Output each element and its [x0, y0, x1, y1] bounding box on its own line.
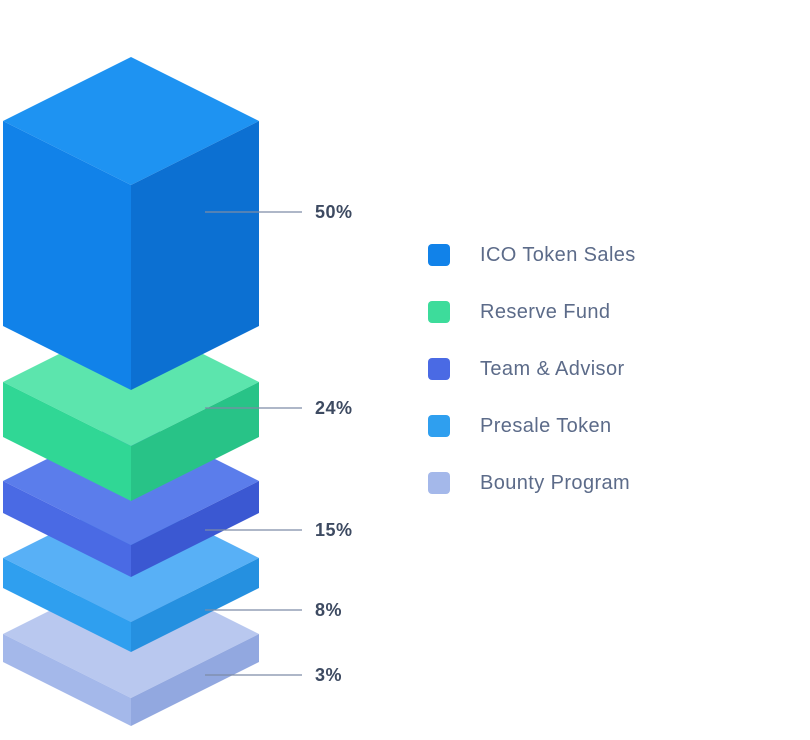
segment-reserve-fund-left-face — [3, 382, 131, 501]
segment-reserve-fund-right-face — [131, 382, 259, 501]
segment-team-advisor-left-face — [3, 481, 131, 577]
value-label-bounty-program: 3% — [315, 665, 342, 685]
legend: ICO Token Sales Reserve Fund Team & Advi… — [428, 244, 636, 529]
legend-item-presale-token: Presale Token — [428, 415, 636, 437]
legend-item-reserve-fund: Reserve Fund — [428, 301, 636, 323]
legend-swatch-bounty-program — [428, 472, 450, 494]
legend-label-reserve-fund: Reserve Fund — [480, 300, 611, 323]
legend-label-bounty-program: Bounty Program — [480, 471, 631, 494]
value-label-ico-token-sales: 50% — [315, 202, 353, 222]
segment-bounty-program-left-face — [3, 634, 131, 726]
value-label-team-advisor: 15% — [315, 520, 353, 540]
legend-label-ico-token-sales: ICO Token Sales — [480, 243, 636, 266]
legend-item-team-advisor: Team & Advisor — [428, 358, 636, 380]
value-label-reserve-fund: 24% — [315, 398, 353, 418]
legend-swatch-presale-token — [428, 415, 450, 437]
value-label-presale-token: 8% — [315, 600, 342, 620]
legend-label-team-advisor: Team & Advisor — [480, 357, 625, 380]
segment-bounty-program-right-face — [131, 634, 259, 726]
legend-swatch-team-advisor — [428, 358, 450, 380]
segment-ico-token-sales-left-face — [3, 121, 131, 390]
legend-label-presale-token: Presale Token — [480, 414, 612, 437]
legend-item-ico-token-sales: ICO Token Sales — [428, 244, 636, 266]
segment-ico-token-sales-right-face — [131, 121, 259, 390]
legend-item-bounty-program: Bounty Program — [428, 472, 636, 494]
segment-team-advisor-right-face — [131, 481, 259, 577]
segment-presale-token-right-face — [131, 558, 259, 652]
segment-presale-token-left-face — [3, 558, 131, 652]
legend-swatch-ico-token-sales — [428, 244, 450, 266]
legend-swatch-reserve-fund — [428, 301, 450, 323]
